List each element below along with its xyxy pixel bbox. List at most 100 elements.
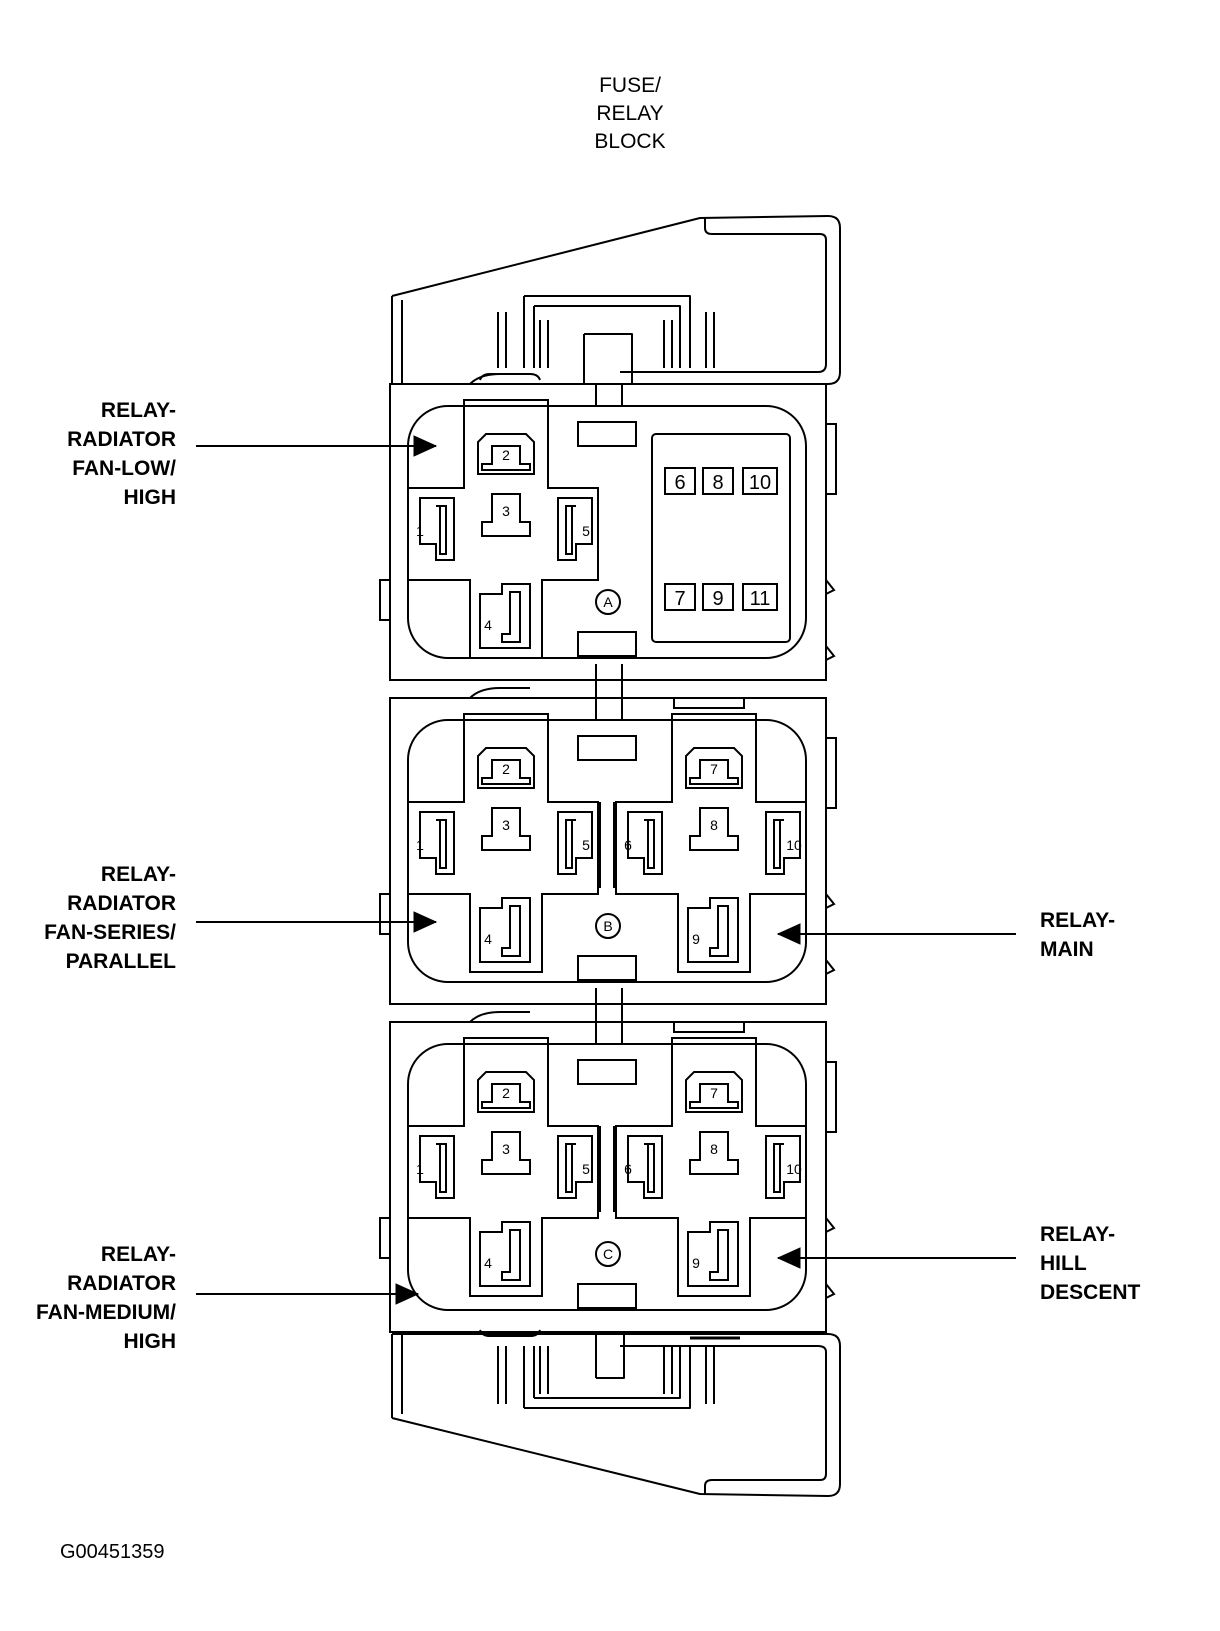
terminal-blade [436, 505, 447, 555]
terminal-blade [709, 905, 729, 957]
lower-end-cap [391, 1329, 841, 1497]
callout-relay-radiator-fan-low-high: RELAY- RADIATOR FAN-LOW/ HIGH [6, 396, 176, 512]
relay-module-c: C 2 3 1 4 5 7 8 6 9 10 [379, 988, 837, 1333]
terminal-right [765, 811, 801, 875]
terminal-blade [501, 905, 521, 957]
relay-letter: A [603, 594, 613, 610]
center-link [595, 698, 623, 721]
terminal-left [419, 497, 455, 561]
terminal-blade [481, 759, 531, 785]
terminal-bottom [687, 1221, 739, 1287]
terminal-blade [565, 819, 576, 869]
terminal-blade [773, 819, 784, 869]
fuse-cavity-number: 10 [749, 472, 771, 494]
terminal-blade [709, 1229, 729, 1281]
pin-number: 2 [502, 1085, 510, 1101]
module-frame [389, 697, 827, 1005]
callout-relay-main: RELAY- MAIN [1040, 906, 1180, 964]
relay-letter-circle [595, 913, 621, 939]
center-link [595, 1022, 623, 1045]
relay-letter-circle [595, 589, 621, 615]
pin-number: 6 [624, 837, 632, 853]
fuse-cavity [664, 583, 696, 611]
slot-upper [577, 421, 637, 447]
terminal-blade [644, 819, 655, 869]
callout-relay-radiator-fan-series-parallel: RELAY- RADIATOR FAN-SERIES/ PARALLEL [6, 860, 176, 976]
terminal-center [481, 1131, 531, 1175]
pin-number: 9 [692, 1255, 700, 1271]
pin-number: 1 [416, 1161, 424, 1177]
callout-line: HIGH [123, 1330, 177, 1353]
callout-line: RADIATOR [67, 892, 176, 915]
callout-arrow [196, 1283, 420, 1305]
terminal-bottom [687, 897, 739, 963]
terminal-center [481, 807, 531, 851]
latch-tab [825, 645, 836, 661]
relay-letter: B [603, 918, 612, 934]
relay-letter: C [603, 1246, 613, 1262]
relay-letter-circle [595, 1241, 621, 1267]
title-line-1: FUSE/ [599, 74, 661, 97]
callout-arrow [196, 911, 438, 933]
terminal-blade [689, 759, 739, 785]
fuse-cavity [702, 467, 734, 495]
terminal-left [419, 1135, 455, 1199]
slot-lower [577, 955, 637, 981]
terminal-right [765, 1135, 801, 1199]
callout-line: FAN-LOW/ [72, 457, 176, 480]
title-line-2: RELAY BLOCK [594, 102, 666, 153]
terminal-blade [689, 1083, 739, 1109]
callout-arrow [196, 435, 438, 457]
pin-number: 6 [624, 1161, 632, 1177]
pin-number: 7 [710, 1085, 718, 1101]
terminal-right [557, 1135, 593, 1199]
callout-line: HILL [1040, 1252, 1087, 1275]
callout-line: RELAY- [100, 399, 176, 422]
locking-tab [469, 1011, 530, 1023]
upper-end-cap [391, 215, 841, 385]
latch-tab [825, 1283, 836, 1299]
fuse-cavity-number: 8 [712, 472, 723, 494]
top-notch [673, 698, 745, 709]
relay-socket-outline [615, 1037, 807, 1297]
pin-number: 4 [484, 1255, 492, 1271]
pin-number: 7 [710, 761, 718, 777]
pin-number: 10 [786, 1161, 802, 1177]
terminal-blade [436, 1143, 447, 1193]
terminal-blade [501, 1229, 521, 1281]
module-bridge [595, 664, 623, 698]
callout-line: PARALLEL [65, 950, 176, 973]
pin-number: 3 [502, 1141, 510, 1157]
terminal-blade [481, 1083, 531, 1109]
pin-number: 4 [484, 617, 492, 633]
pin-number: 5 [582, 1161, 590, 1177]
terminal-blade [644, 1143, 655, 1193]
terminal-left [627, 1135, 663, 1199]
terminal-bottom [479, 897, 531, 963]
latch-clip [826, 1061, 837, 1133]
fuse-cavity-number: 11 [750, 588, 771, 610]
arrow-head [395, 1283, 420, 1305]
latch-clip [826, 737, 837, 809]
callout-line: RELAY- [1040, 1223, 1116, 1246]
diagram-title: FUSE/ RELAY BLOCK [560, 72, 700, 156]
terminal-blade [773, 1143, 784, 1193]
callout-line: RELAY- [1040, 909, 1116, 932]
pin-number: 1 [416, 523, 424, 539]
module-frame [389, 1021, 827, 1333]
callout-arrow [776, 923, 1016, 945]
terminal-blade [565, 505, 576, 555]
arrow-head [413, 435, 438, 457]
pin-number: 8 [710, 817, 718, 833]
arrow-head [776, 1247, 801, 1269]
pin-number: 2 [502, 447, 510, 463]
slot-upper [577, 735, 637, 761]
pin-number: 5 [582, 837, 590, 853]
slot-upper [577, 1059, 637, 1085]
terminal-right [557, 497, 593, 561]
terminal-blade [565, 1143, 576, 1193]
locking-tab [469, 373, 530, 385]
figure-code: G00451359 [60, 1541, 165, 1563]
pin-number: 8 [710, 1141, 718, 1157]
